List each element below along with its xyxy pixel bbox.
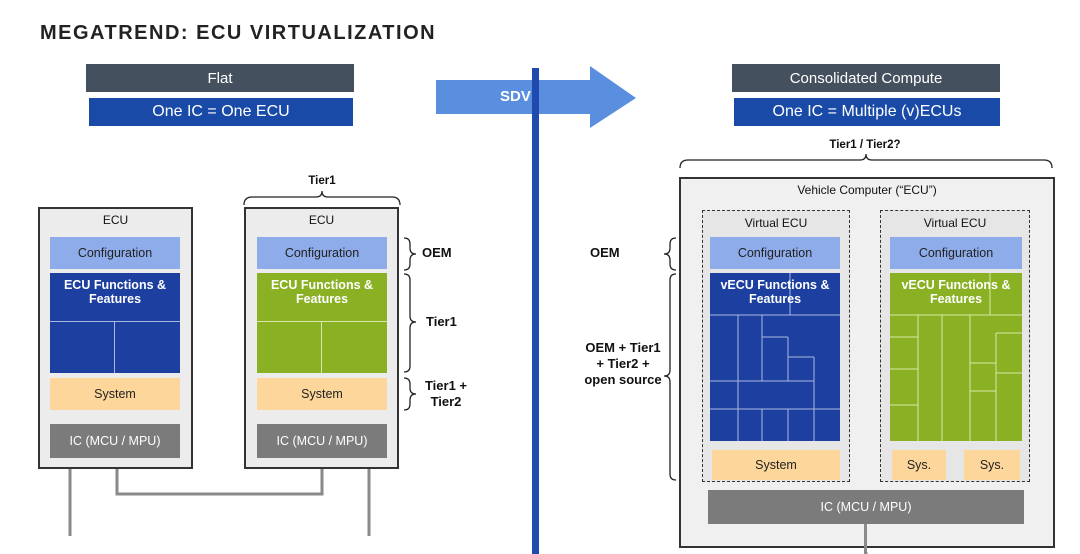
ecu-a-ic: IC (MCU / MPU)	[50, 424, 180, 458]
right-oem-label: OEM	[590, 245, 620, 260]
flat-subheading: One IC = One ECU	[89, 98, 353, 126]
ecu-a-system: System	[50, 378, 180, 410]
right-braces	[663, 237, 677, 481]
ecu-b-system: System	[257, 378, 387, 410]
vecu-a-features: vECU Functions & Features	[710, 273, 840, 441]
vecu-a-system: System	[712, 450, 840, 480]
vecu-b-blocks	[890, 273, 1022, 441]
vecu-b-features: vECU Functions & Features	[890, 273, 1022, 441]
left-tier1-label: Tier1	[426, 314, 457, 329]
ecu-a-features: ECU Functions & Features	[50, 273, 180, 373]
consolidated-heading: Consolidated Compute	[732, 64, 1000, 92]
divider	[257, 321, 387, 322]
tier1-tier2-brace	[679, 153, 1053, 169]
vecu-b-sys-1: Sys.	[892, 450, 946, 480]
ecu-b-ic: IC (MCU / MPU)	[257, 424, 387, 458]
left-oem-label: OEM	[422, 245, 452, 260]
vecu-b-configuration: Configuration	[890, 237, 1022, 269]
ecu-b-label: ECU	[308, 213, 335, 227]
center-divider	[532, 68, 539, 554]
ecu-a-configuration: Configuration	[50, 237, 180, 269]
shared-ic: IC (MCU / MPU)	[708, 490, 1024, 524]
sdv-label: SDV	[500, 88, 531, 105]
flat-heading: Flat	[86, 64, 354, 92]
ecu-b-features-label: ECU Functions & Features	[270, 278, 374, 306]
vecu-b-label: Virtual ECU	[923, 216, 987, 230]
consolidated-subheading: One IC = Multiple (v)ECUs	[734, 98, 1000, 126]
vecu-a-blocks	[710, 273, 840, 441]
left-braces	[403, 237, 417, 411]
page-title: MEGATREND: ECU VIRTUALIZATION	[40, 22, 437, 44]
divider	[114, 321, 115, 373]
divider	[321, 321, 322, 373]
ecu-b-features: ECU Functions & Features	[257, 273, 387, 373]
vecu-b-features-label: vECU Functions & Features	[901, 278, 1011, 306]
tier1-top-label: Tier1	[308, 175, 336, 187]
ecu-a-label: ECU	[102, 213, 129, 227]
vecu-a-configuration: Configuration	[710, 237, 840, 269]
left-tier1-tier2-label: Tier1 + Tier2	[424, 378, 468, 409]
vecu-b-sys-2: Sys.	[964, 450, 1020, 480]
vecu-a-label: Virtual ECU	[744, 216, 808, 230]
shared-ic-line	[864, 524, 867, 554]
tier1-brace	[243, 190, 401, 206]
tier1-tier2-label: Tier1 / Tier2?	[829, 139, 901, 151]
vehicle-computer-label: Vehicle Computer (“ECU”)	[797, 183, 937, 197]
vecu-a-features-label: vECU Functions & Features	[720, 278, 830, 306]
right-mixed-label: OEM + Tier1 + Tier2 + open source	[584, 340, 662, 387]
ecu-a-features-label: ECU Functions & Features	[63, 278, 167, 306]
divider	[50, 321, 180, 322]
ecu-b-configuration: Configuration	[257, 237, 387, 269]
